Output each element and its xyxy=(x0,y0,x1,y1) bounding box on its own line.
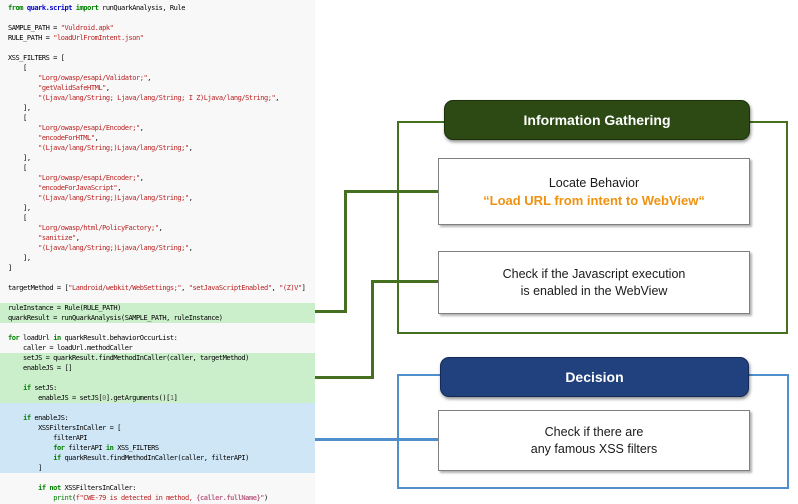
check-javascript-line2: is enabled in the WebView xyxy=(520,283,668,298)
code-line: "(Ljava/lang/String;)Ljava/lang/String;"… xyxy=(38,244,193,252)
code-block: from quark.script import runQuarkAnalysi… xyxy=(0,0,315,503)
code-line: ], xyxy=(8,104,31,112)
code-line: "(Ljava/lang/String;)Ljava/lang/String;"… xyxy=(38,144,193,152)
code-panel: from quark.script import runQuarkAnalysi… xyxy=(0,0,315,504)
code-line: ], xyxy=(8,254,31,262)
code-line: quarkResult = runQuarkAnalysis(SAMPLE_PA… xyxy=(0,313,315,323)
check-xss-line1: Check if there are xyxy=(544,424,644,439)
code-line: setJS = quarkResult.findMethodInCaller(c… xyxy=(0,353,315,363)
check-javascript-box: Check if the Javascript execution is ena… xyxy=(438,251,750,314)
close-quote: “ xyxy=(698,192,705,208)
locate-behavior-box: Locate Behavior “Load URL from intent to… xyxy=(438,158,750,225)
check-xss-line2: any famous XSS filters xyxy=(530,441,658,456)
code-line: [ xyxy=(8,214,27,222)
code-line: "Lorg/owasp/esapi/Encoder;", xyxy=(38,124,144,132)
code-line: if setJS: xyxy=(0,383,315,393)
code-line: [ xyxy=(8,114,27,122)
check-xss-filters-box: Check if there are any famous XSS filter… xyxy=(438,410,750,471)
code-line: print(f"CWE-79 is detected in method, {c… xyxy=(53,494,268,502)
code-line: [ xyxy=(8,64,27,72)
code-line: if not XSSFiltersInCaller: xyxy=(38,484,137,492)
code-line: "encodeForJavaScript", xyxy=(38,184,121,192)
code-line: if quarkResult.findMethodInCaller(caller… xyxy=(0,453,315,463)
code-line: "getValidSafeHTML", xyxy=(38,84,110,92)
code-line xyxy=(0,293,315,303)
code-line: ruleInstance = Rule(RULE_PATH) xyxy=(0,303,315,313)
connector-setjs-vertical xyxy=(371,280,374,379)
code-line: from quark.script import runQuarkAnalysi… xyxy=(8,4,185,12)
code-line: ] xyxy=(0,463,315,473)
code-line xyxy=(0,13,315,23)
code-line: ], xyxy=(8,204,31,212)
code-line: caller = loadUrl.methodCaller xyxy=(8,344,133,352)
code-line: enableJS = setJS[0].getArguments()[1] xyxy=(0,393,315,403)
code-line: ] xyxy=(8,264,12,272)
code-line: "Lorg/owasp/esapi/Validator;", xyxy=(38,74,152,82)
information-gathering-header: Information Gathering xyxy=(444,100,750,140)
code-line xyxy=(0,43,315,53)
code-line: XSS_FILTERS = [ xyxy=(8,54,65,62)
code-line: if enableJS: xyxy=(0,413,315,423)
code-line: SAMPLE_PATH = "Vuldroid.apk" xyxy=(8,24,114,32)
code-line: "(Ljava/lang/String; Ljava/lang/String; … xyxy=(38,94,280,102)
code-line xyxy=(0,373,315,383)
locate-behavior-target: Load URL from intent to WebView xyxy=(489,192,699,208)
code-line: ], xyxy=(8,154,31,162)
code-line: [ xyxy=(8,164,27,172)
code-line xyxy=(0,323,315,333)
code-line: "Lorg/owasp/esapi/Encoder;", xyxy=(38,174,144,182)
check-javascript-line1: Check if the Javascript execution xyxy=(502,266,686,281)
decision-label: Decision xyxy=(565,369,624,385)
code-line: enableJS = [] xyxy=(0,363,315,373)
code-line: "(Ljava/lang/String;)Ljava/lang/String;"… xyxy=(38,194,193,202)
code-line: for loadUrl in quarkResult.behaviorOccur… xyxy=(8,334,178,342)
code-line: "Lorg/owasp/html/PolicyFactory;", xyxy=(38,224,163,232)
code-line xyxy=(0,473,315,483)
connector-rule-to-locate xyxy=(344,190,438,193)
code-line: for filterAPI in XSS_FILTERS xyxy=(0,443,315,453)
code-line: filterAPI xyxy=(0,433,315,443)
locate-behavior-target-line: “Load URL from intent to WebView“ xyxy=(483,192,705,209)
code-line: "sanitize", xyxy=(38,234,80,242)
connector-setjs-horizontal xyxy=(315,376,374,379)
connector-setjs-to-checkjs xyxy=(371,280,438,283)
code-line: XSSFiltersInCaller = [ xyxy=(0,423,315,433)
code-line xyxy=(0,273,315,283)
information-gathering-label: Information Gathering xyxy=(523,112,671,128)
locate-behavior-title: Locate Behavior xyxy=(548,175,640,190)
code-line: "encodeForHTML", xyxy=(38,134,99,142)
connector-xss-to-checkxss xyxy=(315,438,438,441)
connector-rule-vertical xyxy=(344,190,347,313)
code-line: RULE_PATH = "loadUrlFromIntent.json" xyxy=(8,34,144,42)
code-line xyxy=(0,403,315,413)
code-line: targetMethod = ["Landroid/webkit/WebSett… xyxy=(8,284,306,292)
decision-header: Decision xyxy=(440,357,749,397)
open-quote: “ xyxy=(483,192,490,208)
connector-rule-horizontal xyxy=(315,310,347,313)
